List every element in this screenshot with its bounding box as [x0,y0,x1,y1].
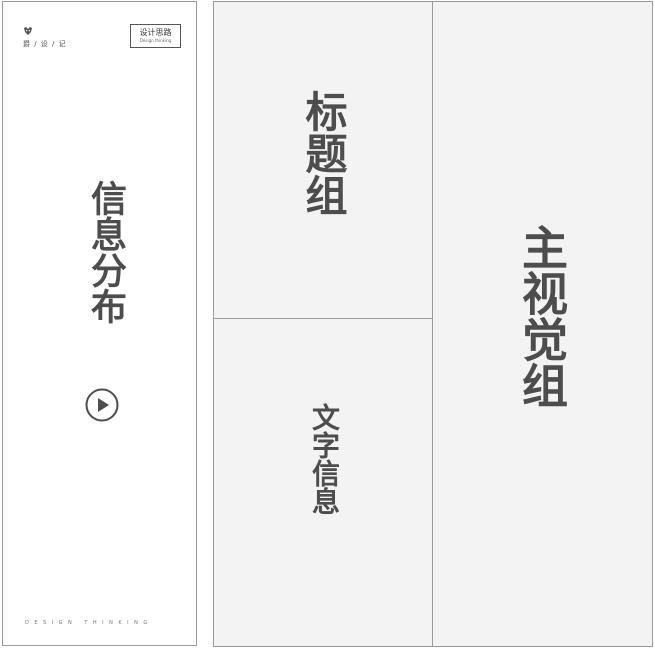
logo-icon [24,27,32,35]
footer-text: DESIGN THINKING [25,620,153,626]
design-thinking-badge: 设计思路 Design thinking [130,24,181,48]
info-panel: 爵 / 设 / 记 设计思路 Design thinking 信息分布 DESI… [2,1,197,646]
text-info-label: 文字信息 [308,403,341,515]
play-icon[interactable] [85,388,119,422]
brand-logo: 爵 / 设 / 记 [23,27,83,49]
text-info-block: 文字信息 [214,319,433,646]
main-visual-label: 主视觉组 [515,224,569,408]
main-visual-block: 主视觉组 [433,2,652,646]
panel-title: 信息分布 [85,180,126,324]
brand-text: 爵 / 设 / 记 [23,40,67,48]
title-group-label: 标题组 [299,90,348,216]
layout-diagram: 标题组 文字信息 主视觉组 [213,1,653,647]
title-group-block: 标题组 [214,2,433,319]
badge-title: 设计思路 [139,28,172,37]
badge-subtitle: Design thinking [139,38,172,43]
